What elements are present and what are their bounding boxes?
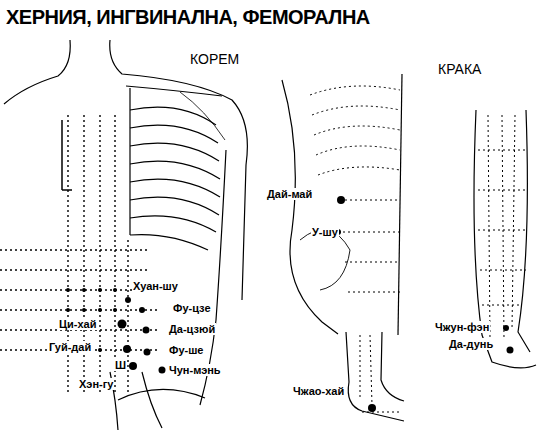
point-label: Чжао-хай: [292, 385, 345, 397]
diagram-title: ХЕРНИЯ, ИНГВИНАЛНА, ФЕМОРАЛНА: [6, 6, 370, 28]
point-label: Фу-цзе: [172, 302, 212, 314]
point-label: Дай-май: [266, 188, 313, 200]
point-label: У-шу: [311, 226, 339, 238]
point-label: Чжун-фэн: [434, 321, 490, 333]
point-label: Ш: [114, 359, 127, 371]
point-label: Ци-хай: [58, 318, 97, 330]
point-label: Чун-мэнь: [168, 364, 222, 376]
point-label: Да-цзюй: [168, 323, 216, 335]
point-label: Фу-ше: [168, 344, 204, 356]
point-label: Да-дунь: [448, 338, 494, 350]
section-label: КОРЕМ: [190, 52, 239, 67]
point-label: Хуан-шу: [132, 280, 179, 292]
point-label: Гуй-дай: [48, 341, 92, 353]
point-label: Хэн-гу: [78, 378, 114, 390]
section-label: КРАКА: [438, 62, 481, 77]
